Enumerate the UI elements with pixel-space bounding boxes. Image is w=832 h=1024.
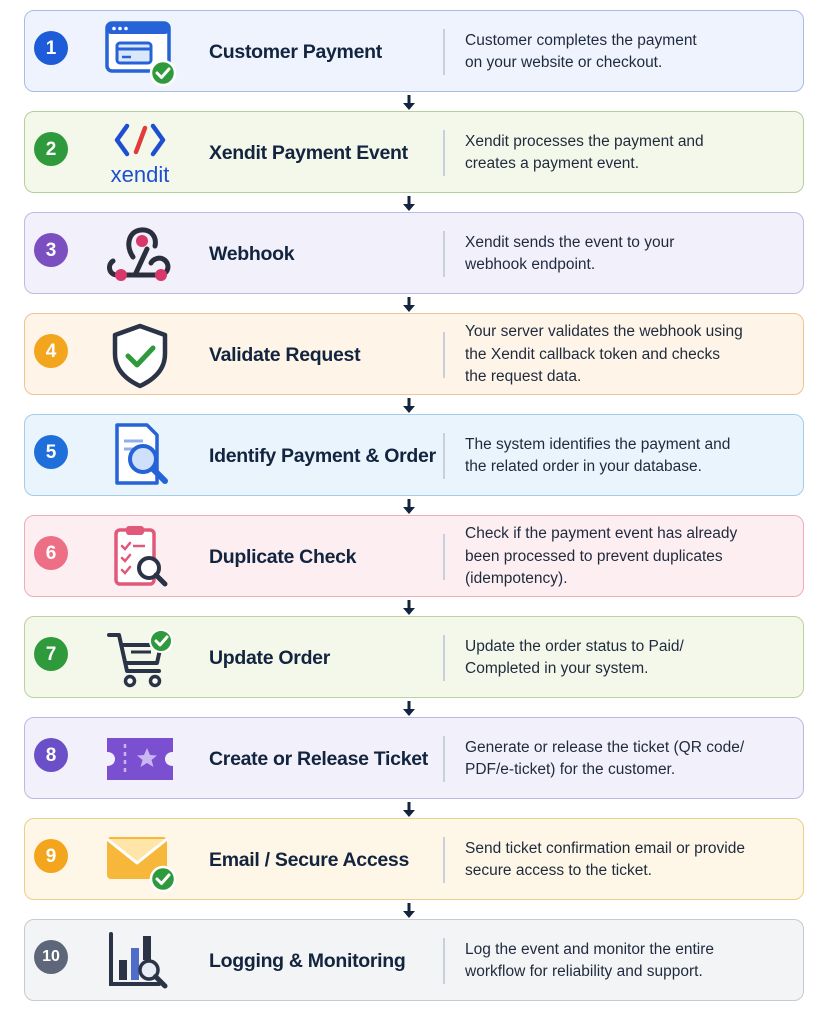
divider	[443, 130, 445, 176]
step-title: Duplicate Check	[209, 545, 357, 568]
webhook-icon	[103, 219, 177, 289]
step-4-card: 4 Validate Request Your server validates…	[24, 313, 804, 395]
step-title: Update Order	[209, 646, 331, 669]
divider	[443, 332, 445, 378]
step-9-card: 9 Email / Secure Access Send ticket conf…	[24, 818, 804, 900]
step-number-badge: 7	[34, 637, 68, 671]
step-title: Validate Request	[209, 343, 361, 366]
envelope-check-icon	[103, 825, 177, 895]
step-title: Customer Payment	[209, 40, 382, 63]
browser-card-check-icon	[103, 17, 177, 87]
step-description: Send ticket confirmation email or provid…	[465, 839, 745, 880]
step-title: Create or Release Ticket	[209, 747, 428, 770]
step-number-badge: 1	[34, 31, 68, 65]
step-description: Update the order status to Paid/Complete…	[465, 637, 684, 678]
ticket-star-icon	[103, 724, 177, 794]
arrow-down-icon	[403, 600, 415, 615]
step-number-badge: 9	[34, 839, 68, 873]
step-title: Webhook	[209, 242, 295, 265]
divider	[443, 433, 445, 479]
step-1-card: 1 Customer Payment Customer completes th…	[24, 10, 804, 92]
step-3-card: 3 Webhook Xendit sends the event to your…	[24, 212, 804, 294]
arrow-down-icon	[403, 802, 415, 817]
clipboard-search-icon	[103, 522, 177, 592]
arrow-down-icon	[403, 95, 415, 110]
step-number-badge: 3	[34, 233, 68, 267]
document-search-icon	[103, 421, 177, 491]
arrow-down-icon	[403, 701, 415, 716]
step-5-card: 5 Identify Payment & Order The system id…	[24, 414, 804, 496]
xendit-logo: xendit	[103, 118, 177, 188]
arrow-down-icon	[403, 297, 415, 312]
divider	[443, 837, 445, 883]
divider	[443, 635, 445, 681]
divider	[443, 938, 445, 984]
step-number-badge: 4	[34, 334, 68, 368]
divider	[443, 231, 445, 277]
step-7-card: 7 Update Order Update the order status t…	[24, 616, 804, 698]
step-description: Generate or release the ticket (QR code/…	[465, 738, 745, 779]
chart-search-icon	[103, 926, 177, 996]
step-number-badge: 2	[34, 132, 68, 166]
step-8-card: 8 Create or Release Ticket Generate or r…	[24, 717, 804, 799]
arrow-down-icon	[403, 398, 415, 413]
step-title: Email / Secure Access	[209, 848, 410, 871]
step-number-badge: 10	[34, 940, 68, 974]
step-number-badge: 6	[34, 536, 68, 570]
step-6-card: 6 Duplicate Check Check if the payment e…	[24, 515, 804, 597]
step-2-card: 2 xendit Xendit Payment Event Xendit pro…	[24, 111, 804, 193]
shield-check-icon	[103, 320, 177, 390]
arrow-down-icon	[403, 499, 415, 514]
step-title: Logging & Monitoring	[209, 949, 406, 972]
svg-text:xendit: xendit	[111, 162, 170, 187]
divider	[443, 534, 445, 580]
step-number-badge: 5	[34, 435, 68, 469]
cart-check-icon	[103, 623, 177, 693]
step-number-badge: 8	[34, 738, 68, 772]
divider	[443, 736, 445, 782]
step-10-card: 10 Logging & Monitoring Log the event an…	[24, 919, 804, 1001]
step-title: Xendit Payment Event	[209, 141, 408, 164]
arrow-down-icon	[403, 196, 415, 211]
divider	[443, 29, 445, 75]
step-title: Identify Payment & Order	[209, 444, 436, 467]
arrow-down-icon	[403, 903, 415, 918]
